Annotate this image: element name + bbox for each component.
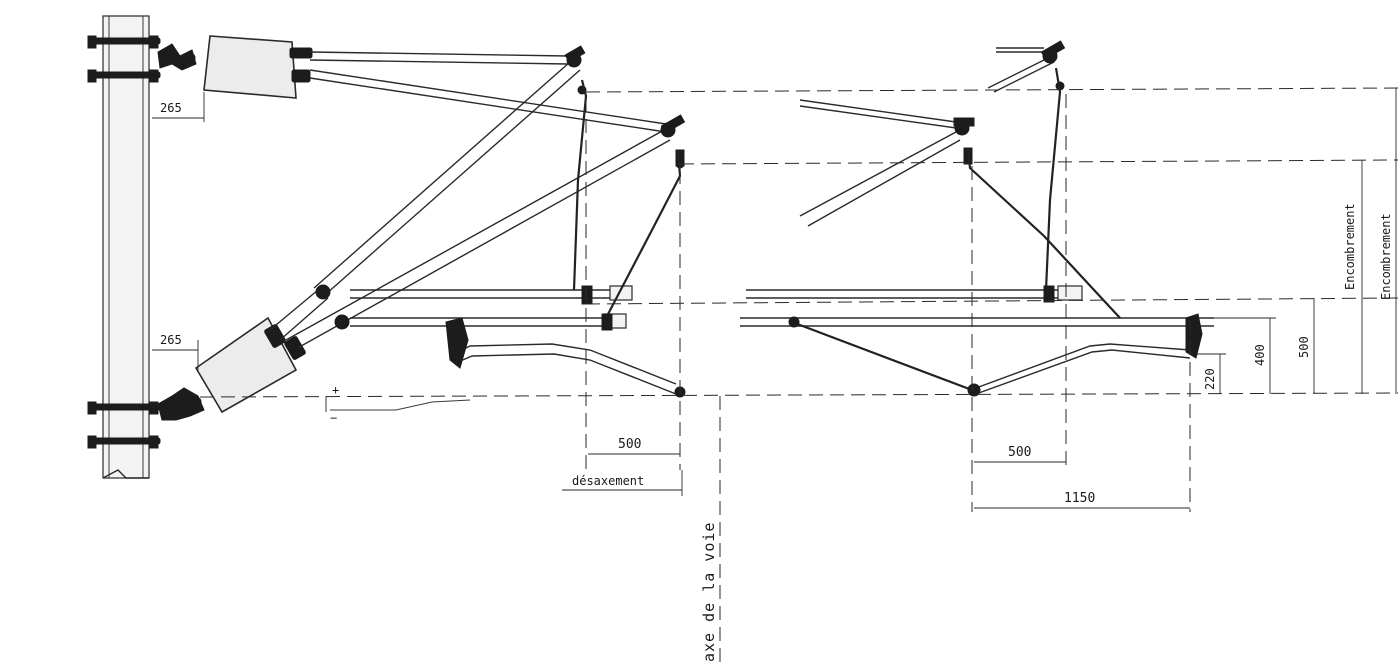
mast-body xyxy=(102,15,150,479)
right-cantilever-tubes xyxy=(740,47,1214,327)
left-steady-arm xyxy=(445,317,686,398)
dim-265-upper-label: 265 xyxy=(160,101,182,115)
left-clamps xyxy=(287,45,686,352)
upper-hinge xyxy=(157,43,197,71)
upper-insulator-cap-bottom xyxy=(291,69,311,83)
right-clamps xyxy=(953,40,1066,165)
upper-insulator-cap-top xyxy=(289,47,313,59)
reference-lines xyxy=(199,87,1398,512)
dimension-220: 220 xyxy=(1196,353,1226,394)
dim-265-lower-label: 265 xyxy=(160,333,182,347)
dimension-400: 400 xyxy=(1214,317,1276,394)
upper-insulator xyxy=(203,35,297,99)
dimension-500-left: 500 xyxy=(588,437,680,455)
upper-mast-clamp xyxy=(87,35,161,83)
stagger-label: désaxement xyxy=(572,474,644,488)
right-steady-wires xyxy=(966,67,1121,319)
dim-500-right-label: 500 xyxy=(1008,445,1031,460)
dim-500-vertical-label: 500 xyxy=(1297,336,1311,358)
plus-minus-marks: + − xyxy=(330,383,339,425)
dimension-1150: 1150 xyxy=(974,491,1190,509)
stagger-dimension: désaxement xyxy=(562,470,683,496)
minus-mark: − xyxy=(330,411,337,425)
track-axis-label: axe de la voie xyxy=(700,522,718,662)
dimension-265-lower: 265 xyxy=(152,333,199,370)
dimension-500-right: 500 xyxy=(974,445,1066,463)
encombrement-inner-label: Encombrement xyxy=(1343,203,1357,290)
dimension-265-upper: 265 xyxy=(152,92,205,122)
mast-break-line xyxy=(102,469,149,479)
encombrement-outer-label: Encombrement xyxy=(1379,213,1393,300)
lower-mast-clamp xyxy=(87,401,161,449)
lower-hinge xyxy=(157,387,205,421)
dim-400-label: 400 xyxy=(1253,344,1267,366)
dimension-500-vertical: 500 xyxy=(1297,298,1315,394)
left-steady-wires xyxy=(572,79,682,331)
dim-500-left-label: 500 xyxy=(618,437,641,452)
mast xyxy=(87,15,161,479)
dimension-encombrement-inner: Encombrement xyxy=(1343,160,1363,394)
left-cantilever-tubes xyxy=(269,51,671,351)
dim-220-label: 220 xyxy=(1203,368,1217,390)
dim-1150-label: 1150 xyxy=(1064,491,1095,506)
dimension-encombrement-outer: Encombrement xyxy=(1379,88,1397,394)
plus-mark: + xyxy=(332,383,339,397)
